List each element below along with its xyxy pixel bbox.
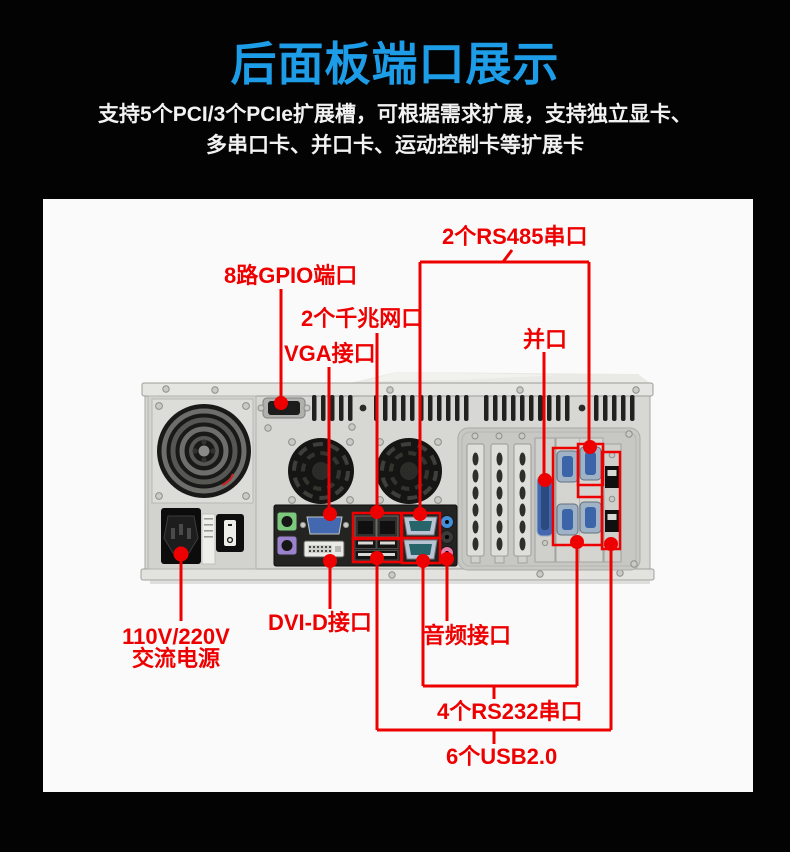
- usb-dot-right: [604, 537, 618, 551]
- annotation-label-parallel: 并口: [523, 327, 568, 352]
- page-description-line2: 多串口卡、并口卡、运动控制卡等扩展卡: [206, 134, 584, 157]
- annotation-label-power: 110V/220V 交流电源: [119, 626, 233, 670]
- power-supply-unit: [147, 395, 257, 570]
- ps2-mouse-port: [276, 535, 298, 556]
- rs485-leader-lines: [418, 249, 591, 509]
- parallel-dot: [538, 473, 552, 487]
- power-dot: [173, 546, 189, 562]
- gpio-dot: [274, 396, 288, 410]
- annotation-label-vga: VGA接口: [284, 341, 376, 366]
- annotation-label-gpio: 8路GPIO端口: [224, 263, 358, 288]
- annotation-label-rs232: 4个RS232串口: [437, 699, 583, 724]
- annotation-label-power-line1: 110V/220V: [122, 624, 230, 649]
- dvi-dot: [323, 554, 337, 568]
- annotation-label-dvi: DVI-D接口: [268, 610, 372, 635]
- usb-ports-rear-block: [354, 538, 399, 561]
- db9-port: [556, 503, 579, 536]
- serial-port-mobo-top: [403, 516, 438, 536]
- motherboard-io-shield: [273, 504, 458, 567]
- db9-port: [556, 450, 579, 483]
- serial-port-mobo-bottom: [403, 539, 438, 560]
- usb-bracket-highlight-box: [600, 450, 622, 551]
- ethernet-ports: [354, 515, 399, 538]
- parallel-port: [534, 437, 556, 563]
- page-title: 后面板端口展示: [230, 38, 560, 90]
- psu-fan-grille: [157, 404, 251, 498]
- rs232-leader-lines: [421, 546, 579, 699]
- usb-bracket: [603, 443, 622, 563]
- usb-leader-lines: [375, 548, 613, 744]
- page-description: 支持5个PCI/3个PCIe扩展槽，可根据需求扩展，支持独立显卡、 多串口卡、并…: [0, 99, 790, 161]
- db9-port: [579, 501, 602, 534]
- psu-spec-sticker: [201, 513, 216, 565]
- annotation-label-audio: 音频接口: [423, 623, 512, 648]
- audio-dot: [440, 552, 454, 566]
- annotation-label-lan: 2个千兆网口: [301, 306, 424, 331]
- dvi-d-port: [303, 540, 345, 558]
- serial-bottom-highlight-box: [400, 536, 442, 565]
- annotation-label-usb: 6个USB2.0: [446, 744, 558, 769]
- rs232-dot-left: [416, 554, 430, 568]
- annotation-label-rs485: 2个RS485串口: [442, 224, 588, 249]
- power-inlet-socket: [161, 508, 201, 564]
- vga-dot: [323, 507, 337, 521]
- power-rocker-switch: [216, 514, 244, 552]
- vga-port: [299, 516, 350, 535]
- expansion-slot-area: [457, 427, 641, 571]
- ps2-keyboard-port: [276, 511, 298, 532]
- annotation-lines: [173, 249, 622, 744]
- blank-slot-covers: [466, 443, 532, 564]
- rs485-dot-right: [583, 440, 597, 454]
- annotation-label-power-line2: 交流电源: [131, 646, 220, 671]
- case-fan-right: [376, 438, 442, 504]
- page-description-line1: 支持5个PCI/3个PCIe扩展槽，可根据需求扩展，支持独立显卡、: [98, 103, 692, 126]
- case-fan-left: [288, 438, 354, 504]
